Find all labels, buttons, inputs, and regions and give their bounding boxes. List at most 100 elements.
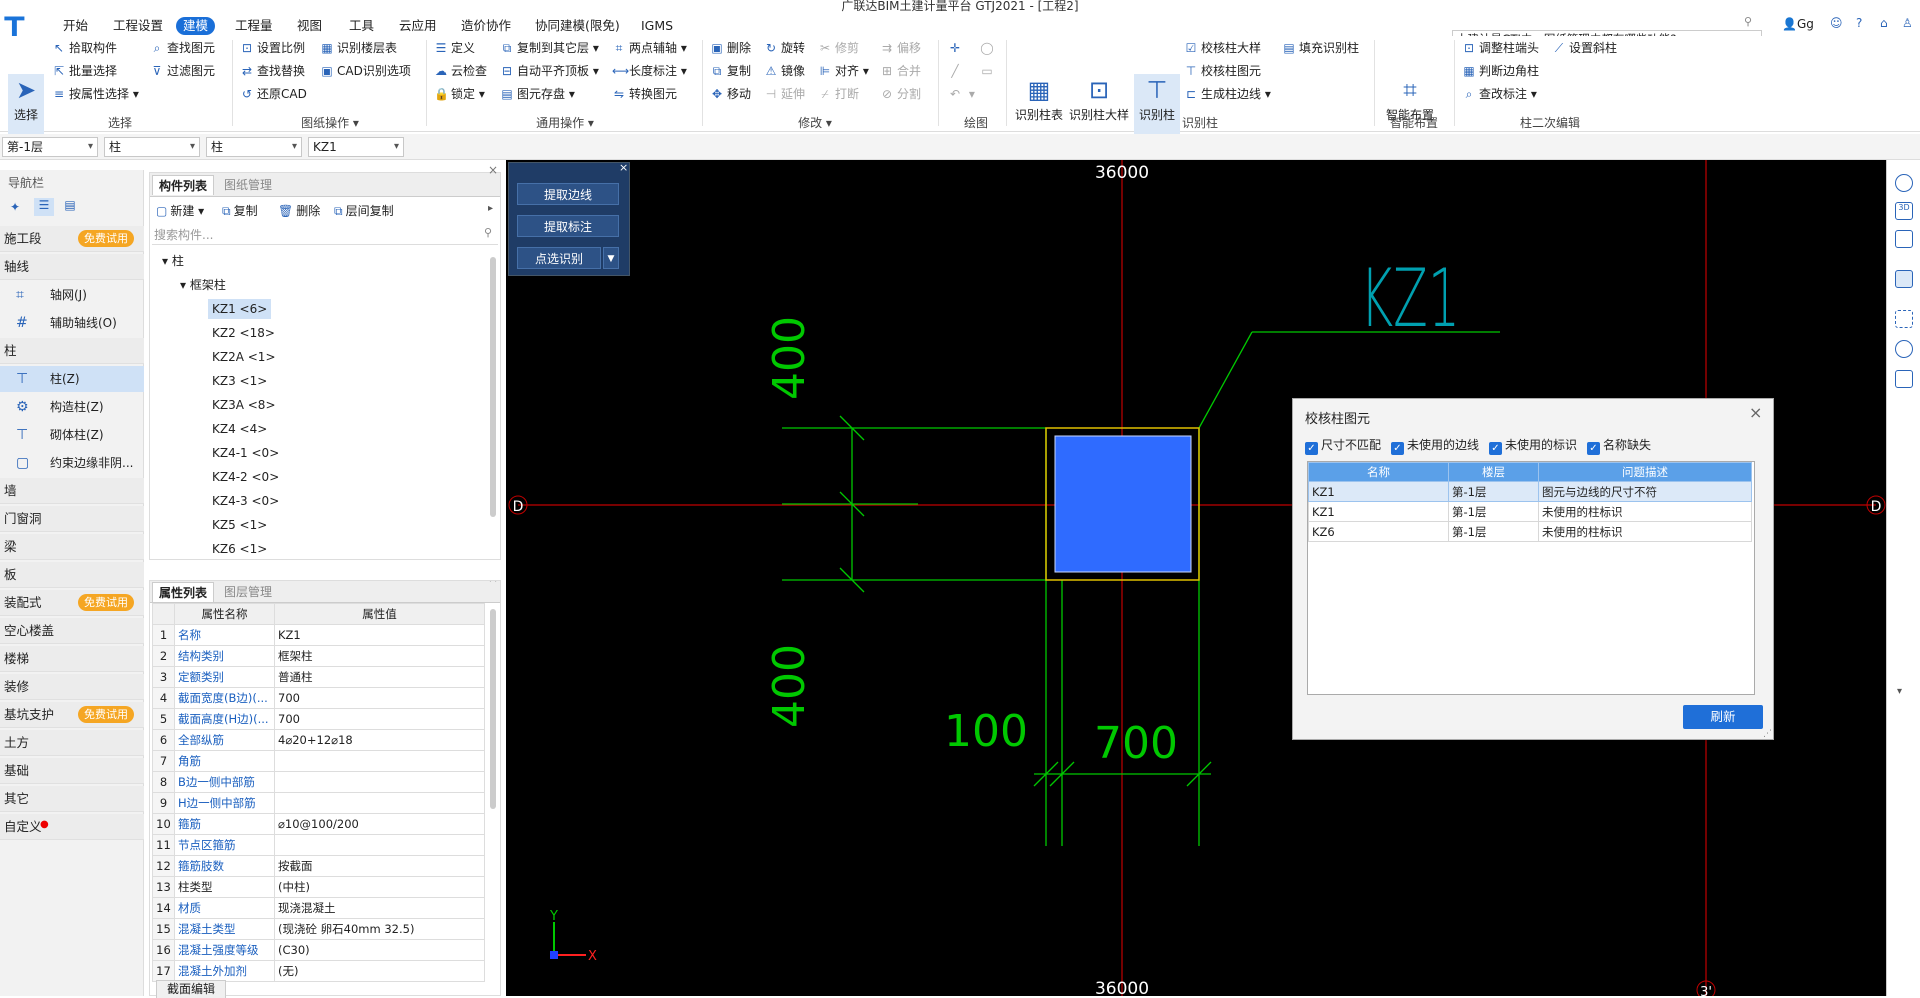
- nav-section-column[interactable]: 柱: [0, 338, 144, 364]
- select-button[interactable]: ➤ 选择: [8, 74, 44, 144]
- move-button[interactable]: ✥移动: [710, 84, 751, 104]
- copy-component-button[interactable]: ⧉复制: [222, 204, 258, 218]
- delete-component-button[interactable]: 🗑删除: [278, 204, 321, 218]
- nav-section-decoration[interactable]: 装修: [0, 674, 144, 700]
- tree-item[interactable]: KZ2A <1>: [212, 350, 276, 364]
- scrollbar[interactable]: [490, 609, 496, 809]
- recognize-floor-table-button[interactable]: ▦识别楼层表: [320, 38, 397, 58]
- offset-button[interactable]: ⇉偏移: [880, 38, 921, 58]
- tree-item[interactable]: KZ4-3 <0>: [212, 494, 280, 508]
- menu-cloud[interactable]: 云应用: [399, 18, 437, 33]
- extend-button[interactable]: ⊣延伸: [764, 84, 805, 104]
- tree-group[interactable]: ▾ 框架柱: [180, 278, 226, 292]
- component-search-input[interactable]: 搜索构件...: [152, 225, 498, 245]
- batch-select-button[interactable]: ⇱批量选择: [52, 61, 117, 81]
- nav-section-foundation[interactable]: 基础: [0, 758, 144, 784]
- nav-section-axis[interactable]: 轴线: [0, 254, 144, 280]
- shirt-icon[interactable]: ♙: [1902, 16, 1913, 30]
- nav-section-stairs[interactable]: 楼梯: [0, 646, 144, 672]
- extract-annotation-button[interactable]: 提取标注: [517, 215, 619, 237]
- tree-item[interactable]: KZ4-1 <0>: [212, 446, 280, 460]
- search-icon[interactable]: ⚲: [1744, 15, 1753, 28]
- break-button[interactable]: ⌿打断: [818, 84, 859, 104]
- align-button[interactable]: ⊫对齐 ▾: [818, 61, 869, 81]
- more-icon[interactable]: ▸: [488, 203, 494, 214]
- recognize-column-table-button[interactable]: ▦识别柱表: [1014, 76, 1063, 122]
- menu-project-settings[interactable]: 工程设置: [113, 18, 164, 33]
- nav-item-aux-axis[interactable]: #辅助轴线(O): [0, 310, 144, 336]
- nav-item-column[interactable]: ⊤柱(Z): [0, 366, 144, 392]
- tree-item[interactable]: KZ3 <1>: [212, 374, 268, 388]
- cad-options-button[interactable]: ▣CAD识别选项: [320, 61, 411, 81]
- define-button[interactable]: ☰定义: [434, 38, 475, 58]
- user-name[interactable]: Gg: [1797, 17, 1814, 31]
- cad-canvas[interactable]: 36000 36000 D D 3' KZ1 400 400 100 700 Y…: [506, 160, 1886, 996]
- tree-item-kz1[interactable]: KZ1 <6>: [208, 299, 272, 319]
- check-column-element-button[interactable]: ⊤校核柱图元: [1184, 61, 1261, 81]
- nav-item-construction-column[interactable]: ⚙构造柱(Z): [0, 394, 144, 420]
- nav-section-custom[interactable]: 自定义●: [0, 814, 144, 840]
- recognize-column-detail-button[interactable]: ⊡识别柱大样: [1068, 76, 1129, 122]
- nav-item-masonry-column[interactable]: ⊤砌体柱(Z): [0, 422, 144, 448]
- cube-view-icon[interactable]: [1895, 230, 1913, 248]
- copy-button[interactable]: ⧉复制: [710, 61, 751, 81]
- tree-item[interactable]: KZ2 <18>: [212, 326, 275, 340]
- menu-tools[interactable]: 工具: [349, 18, 375, 33]
- find-replace-button[interactable]: ⇄查找替换: [240, 61, 305, 81]
- generate-column-edge-button[interactable]: ⊏生成柱边线 ▾: [1184, 84, 1271, 104]
- filter-element-button[interactable]: ⊽过滤图元: [150, 61, 215, 81]
- draw-point-button[interactable]: ✛: [948, 38, 965, 58]
- checkbox-unused-edge[interactable]: ✓未使用的边线: [1391, 437, 1479, 455]
- checkbox-unused-mark[interactable]: ✓未使用的标识: [1489, 437, 1577, 455]
- select-by-attr-button[interactable]: ≡按属性选择 ▾: [52, 84, 139, 104]
- refresh-button[interactable]: 刷新: [1683, 705, 1763, 729]
- nav-section-slab[interactable]: 板: [0, 562, 144, 588]
- scrollbar[interactable]: [490, 257, 496, 517]
- draw-line-button[interactable]: ╱: [948, 61, 965, 81]
- two-point-axis-button[interactable]: ⌗两点辅轴 ▾: [612, 38, 687, 58]
- point-recognize-button[interactable]: 点选识别: [517, 247, 601, 269]
- restore-cad-button[interactable]: ↺还原CAD: [240, 84, 307, 104]
- set-scale-button[interactable]: ⊡设置比例: [240, 38, 305, 58]
- cloud-check-button[interactable]: ☁云检查: [434, 61, 487, 81]
- length-dim-button[interactable]: ⟷长度标注 ▾: [612, 61, 687, 81]
- nav-section-beam[interactable]: 梁: [0, 534, 144, 560]
- category-select[interactable]: 柱: [104, 137, 200, 157]
- close-icon[interactable]: ×: [488, 163, 499, 177]
- copy-between-floors-button[interactable]: ⧉层间复制: [334, 204, 394, 218]
- checkbox-size-mismatch[interactable]: ✓尺寸不匹配: [1305, 437, 1381, 455]
- copy-to-other-floors-button[interactable]: ⧉复制到其它层 ▾: [500, 38, 599, 58]
- nav-section-prefab[interactable]: 装配式免费试用: [0, 590, 144, 616]
- set-inclined-column-button[interactable]: ⟋设置斜柱: [1552, 38, 1617, 58]
- chevron-down-icon[interactable]: ▾: [1897, 686, 1903, 697]
- trim-button[interactable]: ✂修剪: [818, 38, 859, 58]
- pick-component-button[interactable]: ↖拾取构件: [52, 38, 117, 58]
- tree-item[interactable]: KZ6 <1>: [212, 542, 268, 556]
- adjust-column-end-button[interactable]: ⊡调整柱端头: [1462, 38, 1539, 58]
- home-icon[interactable]: ⌂: [1880, 16, 1888, 30]
- user-avatar-icon[interactable]: 👤: [1782, 17, 1797, 31]
- new-component-button[interactable]: ▢新建 ▾: [156, 204, 205, 218]
- pin-icon[interactable]: ✦: [10, 200, 21, 214]
- recognize-column-button[interactable]: ⊤识别柱: [1134, 74, 1180, 144]
- draw-rect-button[interactable]: ▭: [980, 61, 997, 81]
- nav-item-constraint-edge[interactable]: ▢约束边缘非阴...: [0, 450, 144, 476]
- chat-icon[interactable]: ☺: [1830, 16, 1843, 30]
- layer-icon[interactable]: [1895, 370, 1913, 388]
- checkbox-name-missing[interactable]: ✓名称缺失: [1587, 437, 1651, 455]
- component-select[interactable]: KZ1: [308, 137, 404, 157]
- tree-root[interactable]: ▾ 柱: [162, 254, 184, 268]
- extract-edge-button[interactable]: 提取边线: [517, 183, 619, 205]
- close-icon[interactable]: ×: [619, 161, 629, 174]
- nav-item-grid[interactable]: ⌗轴网(J): [0, 282, 144, 308]
- menu-cost-collab[interactable]: 造价协作: [461, 18, 512, 33]
- menu-start[interactable]: 开始: [63, 18, 89, 33]
- resize-grip[interactable]: ⋰: [1763, 729, 1772, 739]
- target-icon[interactable]: [1895, 340, 1913, 358]
- nav-section-earthwork[interactable]: 土方: [0, 730, 144, 756]
- nav-section-openings[interactable]: 门窗洞: [0, 506, 144, 532]
- mirror-button[interactable]: ⚠镜像: [764, 61, 805, 81]
- nav-section-hollow-floor[interactable]: 空心楼盖: [0, 618, 144, 644]
